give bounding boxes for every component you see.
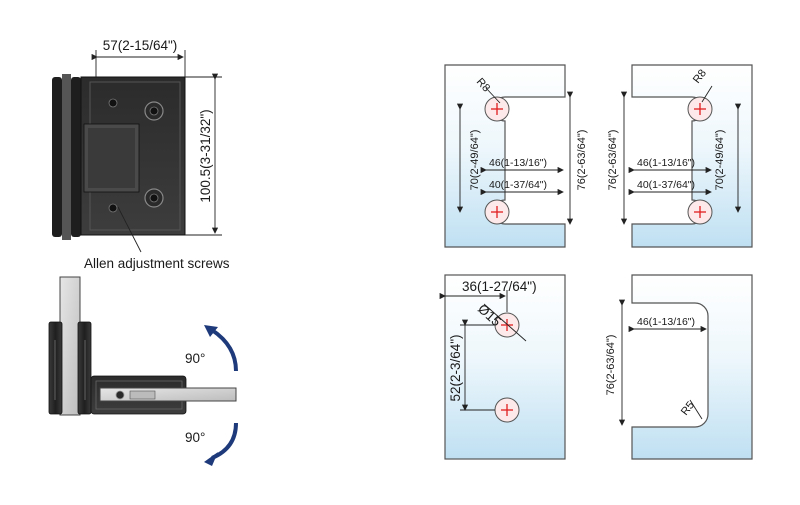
hinge-width-dimension: 57(2-15/64") [103, 38, 178, 53]
hinge-front-view: 57(2-15/64") 100.5(3-31/32") Allen adjus… [52, 38, 230, 271]
glass-cutout-panel-d: 46(1-13/16") 76(2-63/64") R5 [605, 274, 753, 460]
radius-leader-d [689, 399, 703, 420]
hinge-side-view: 90° 90° [48, 276, 238, 466]
dim-height-d: 76(2-63/64") [605, 335, 617, 396]
radius-leader-a [485, 87, 501, 104]
pivot-pin [115, 390, 125, 400]
cross-marks-b [694, 103, 706, 218]
rotation-arrow-up-icon [204, 325, 218, 337]
dim-right-b: 70(2-49/64") [714, 130, 726, 191]
fixing-bolt-top-center [149, 106, 159, 116]
dim-inner2-b: 40(1-37/64") [637, 179, 695, 191]
cross-marks-a [491, 103, 503, 218]
hinge-height-dimension: 100.5(3-31/32") [198, 109, 213, 202]
dim-left-a: 70(2-49/64") [469, 130, 481, 191]
dim-right-a: 76(2-63/64") [576, 130, 588, 191]
rotation-angle-up: 90° [185, 351, 205, 366]
dim-left-b: 76(2-63/64") [607, 130, 619, 191]
allen-screws-label: Allen adjustment screws [84, 256, 230, 271]
glass-panel-c [444, 274, 566, 460]
clamp-edge-outer [52, 77, 62, 237]
rotation-arc-down [211, 422, 238, 460]
dim-width-d: 46(1-13/16") [637, 316, 695, 328]
radius-leader-b [701, 85, 713, 103]
dim-inner2-a: 40(1-37/64") [489, 179, 547, 191]
dim-inner1-a: 46(1-13/16") [489, 157, 547, 169]
cross-marks-c [501, 319, 513, 416]
clamp-edge-inner [71, 77, 81, 237]
fixed-glass-panel [59, 276, 81, 416]
dim-inner1-b: 46(1-13/16") [637, 157, 695, 169]
rotation-arrow-down-icon [204, 452, 218, 466]
dim-offset-c: 36(1-27/64") [462, 279, 537, 294]
side-clamp-right [77, 321, 92, 415]
rotation-angle-down: 90° [185, 430, 205, 445]
rotation-arc-up [210, 328, 238, 372]
hinge-knuckle-inner [88, 128, 135, 188]
allen-screw-bottom [108, 203, 118, 213]
glass-cutout-panel-b: R8 76(2-63/64") 70(2-49/64") 46(1-13/16"… [607, 64, 753, 248]
pivot-spring [129, 390, 156, 400]
dim-height-c: 52(2-3/64") [448, 334, 463, 401]
glass-cutout-panel-c: 36(1-27/64") Ø15 52(2-3/64") [439, 274, 566, 460]
allen-screw-top [108, 98, 118, 108]
radius-label-d: R5 [679, 399, 697, 417]
hole-diameter-leader-c [483, 303, 527, 342]
screws-leader-line [117, 206, 142, 253]
glass-edge [62, 74, 71, 240]
side-clamp-left [48, 321, 63, 415]
glass-cutout-panel-a: R8 70(2-49/64") 76(2-63/64") 46(1-13/16"… [444, 64, 588, 248]
fixing-bolt-bottom-center [149, 193, 159, 203]
glass-panel-d [631, 274, 753, 460]
